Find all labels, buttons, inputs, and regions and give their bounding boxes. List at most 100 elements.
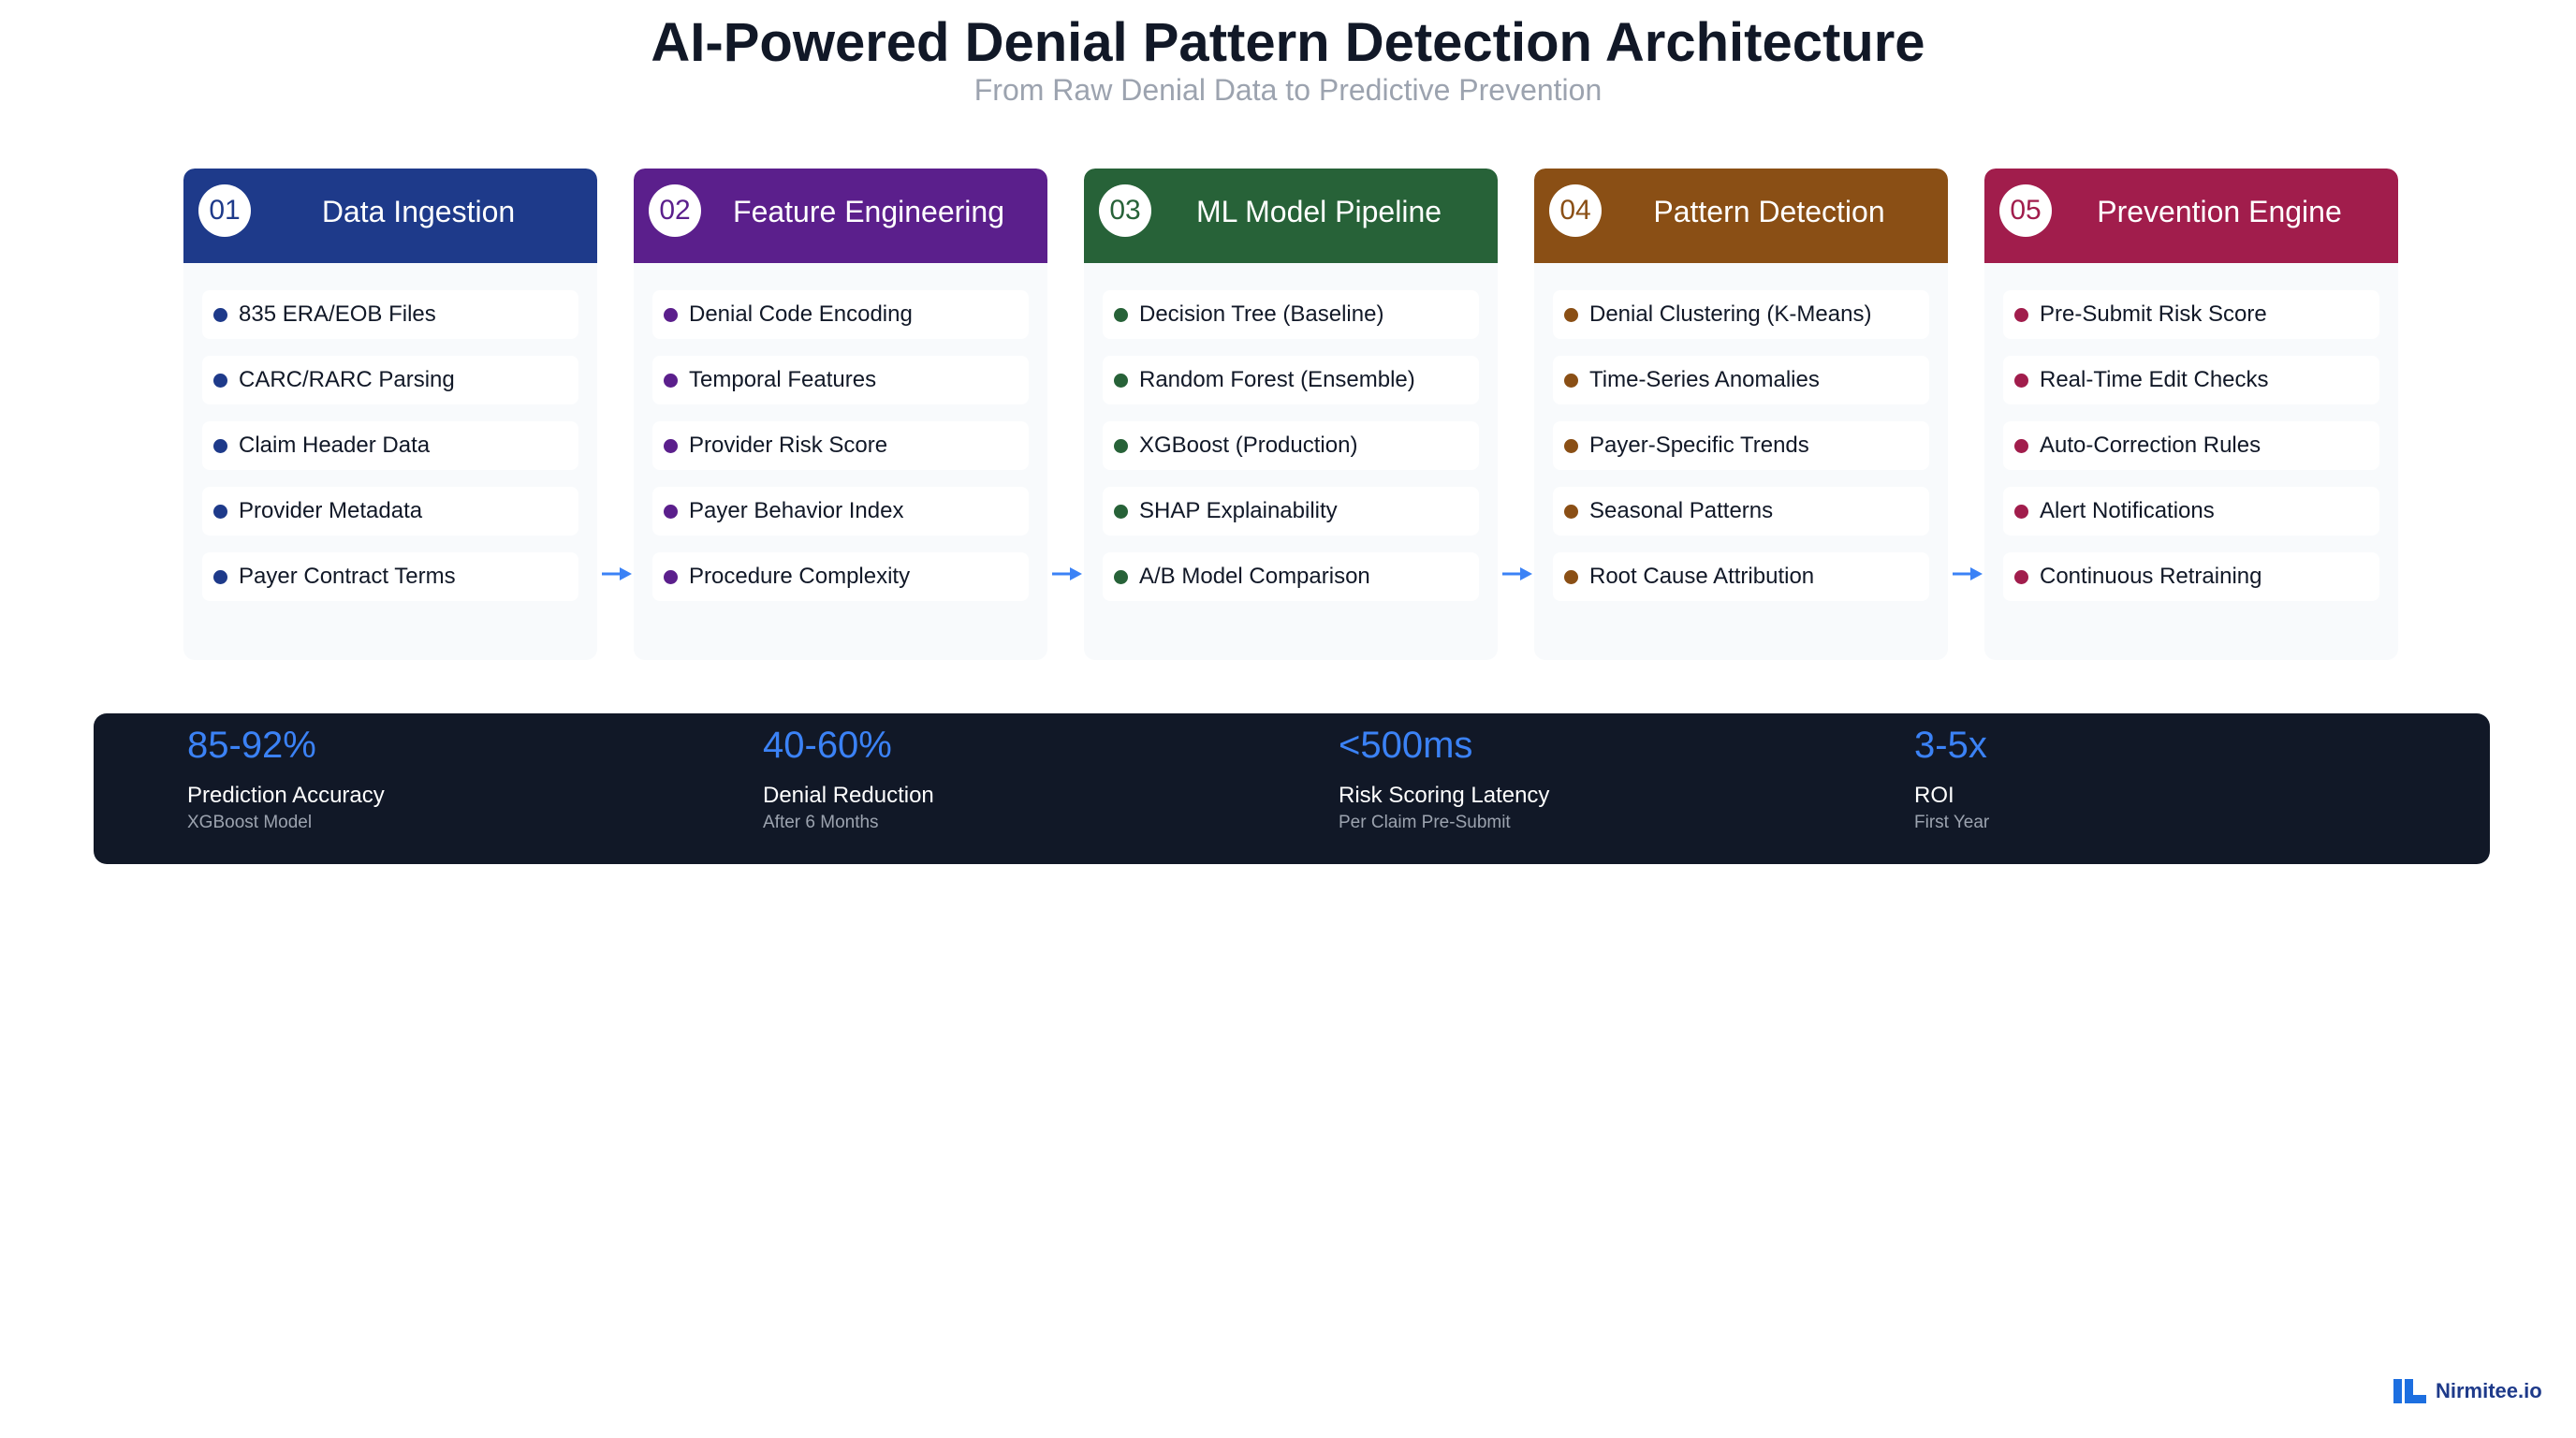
stage-title: Data Ingestion (321, 195, 516, 228)
list-item: Denial Code Encoding (652, 290, 1029, 339)
bullet-dot-icon (1564, 307, 1578, 322)
list-item: XGBoost (Production) (1103, 421, 1479, 470)
bullet-dot-icon (2014, 307, 2028, 322)
stage-header: 05 Prevention Engine (1984, 169, 2398, 263)
item-label: CARC/RARC Parsing (239, 367, 455, 392)
list-item: Denial Clustering (K-Means) (1553, 290, 1929, 339)
item-label: Claim Header Data (239, 433, 431, 458)
bullet-dot-icon (2014, 504, 2028, 519)
brand-logo[interactable]: Nirmitee.io (2393, 1376, 2542, 1406)
metric-label: ROI (1914, 783, 1954, 808)
list-item: CARC/RARC Parsing (202, 356, 578, 404)
bullet-dot-icon (664, 307, 678, 322)
metric-sublabel: First Year (1914, 813, 1990, 832)
bullet-dot-icon (1114, 438, 1128, 453)
list-item: Real-Time Edit Checks (2003, 356, 2379, 404)
metric-sublabel: After 6 Months (763, 813, 879, 832)
item-label: Provider Risk Score (689, 433, 888, 458)
metric-value: 85-92% (187, 725, 316, 766)
stage-card-pattern-detection: 04 Pattern Detection Denial Clustering (… (1534, 169, 1948, 660)
bullet-dot-icon (1564, 569, 1578, 584)
list-item: A/B Model Comparison (1103, 552, 1479, 601)
item-label: Procedure Complexity (689, 564, 911, 589)
stage-number-badge: 01 (198, 184, 251, 237)
nirmitee-logo-icon (2393, 1379, 2426, 1403)
bullet-dot-icon (1114, 373, 1128, 388)
item-label: Temporal Features (689, 367, 877, 392)
item-label: Seasonal Patterns (1589, 498, 1774, 523)
list-item: Seasonal Patterns (1553, 487, 1929, 536)
arrow-right-icon (1953, 567, 1983, 580)
metric-sublabel: XGBoost Model (187, 813, 313, 832)
bullet-dot-icon (1564, 438, 1578, 453)
item-label: Payer-Specific Trends (1589, 433, 1809, 458)
list-item: Provider Risk Score (652, 421, 1029, 470)
item-label: Time-Series Anomalies (1589, 367, 1820, 392)
bullet-dot-icon (213, 504, 227, 519)
list-item: Root Cause Attribution (1553, 552, 1929, 601)
stage-card-feature-engineering: 02 Feature Engineering Denial Code Encod… (634, 169, 1047, 660)
item-label: Decision Tree (Baseline) (1139, 301, 1384, 327)
list-item: Random Forest (Ensemble) (1103, 356, 1479, 404)
bullet-dot-icon (2014, 373, 2028, 388)
stage-header: 02 Feature Engineering (634, 169, 1047, 263)
item-label: Auto-Correction Rules (2040, 433, 2261, 458)
bullet-dot-icon (664, 569, 678, 584)
stage-title: Feature Engineering (733, 195, 1004, 228)
bullet-dot-icon (664, 438, 678, 453)
list-item: Payer Behavior Index (652, 487, 1029, 536)
bullet-dot-icon (664, 504, 678, 519)
list-item: Decision Tree (Baseline) (1103, 290, 1479, 339)
item-label: Denial Code Encoding (689, 301, 913, 327)
bullet-dot-icon (213, 569, 227, 584)
bullet-dot-icon (213, 373, 227, 388)
metric-value: 3-5x (1914, 725, 1987, 766)
stage-number-badge: 03 (1099, 184, 1151, 237)
bullet-dot-icon (2014, 438, 2028, 453)
metric-value: <500ms (1339, 725, 1473, 766)
metric-label: Prediction Accuracy (187, 783, 385, 808)
stage-item-list: Decision Tree (Baseline) Random Forest (… (1103, 290, 1479, 618)
stage-number-badge: 02 (649, 184, 701, 237)
list-item: Temporal Features (652, 356, 1029, 404)
bullet-dot-icon (1114, 307, 1128, 322)
item-label: Root Cause Attribution (1589, 564, 1815, 589)
item-label: Pre-Submit Risk Score (2040, 301, 2267, 327)
stage-header: 03 ML Model Pipeline (1084, 169, 1498, 263)
bullet-dot-icon (213, 438, 227, 453)
stage-title: ML Model Pipeline (1195, 195, 1442, 228)
stage-card-prevention-engine: 05 Prevention Engine Pre-Submit Risk Sco… (1984, 169, 2398, 660)
list-item: Pre-Submit Risk Score (2003, 290, 2379, 339)
bullet-dot-icon (1114, 569, 1128, 584)
stage-number-badge: 04 (1549, 184, 1602, 237)
metric-label: Risk Scoring Latency (1339, 783, 1550, 808)
stage-item-list: Pre-Submit Risk Score Real-Time Edit Che… (2003, 290, 2379, 618)
metrics-banner: 85-92% Prediction Accuracy XGBoost Model… (94, 713, 2490, 864)
brand-name: Nirmitee.io (2436, 1379, 2542, 1402)
item-label: A/B Model Comparison (1139, 564, 1370, 589)
item-label: Random Forest (Ensemble) (1139, 367, 1415, 392)
stage-item-list: Denial Code Encoding Temporal Features P… (652, 290, 1029, 618)
pipeline-stages: 01 Data Ingestion 835 ERA/EOB Files CARC… (183, 169, 2398, 660)
arrow-right-icon (1052, 567, 1082, 580)
bullet-dot-icon (664, 373, 678, 388)
stage-card-data-ingestion: 01 Data Ingestion 835 ERA/EOB Files CARC… (183, 169, 597, 660)
list-item: SHAP Explainability (1103, 487, 1479, 536)
metric-label: Denial Reduction (763, 783, 934, 808)
item-label: 835 ERA/EOB Files (239, 301, 436, 327)
item-label: Alert Notifications (2040, 498, 2215, 523)
bullet-dot-icon (1564, 504, 1578, 519)
list-item: Payer-Specific Trends (1553, 421, 1929, 470)
stage-title: Prevention Engine (2097, 195, 2342, 228)
stage-item-list: Denial Clustering (K-Means) Time-Series … (1553, 290, 1929, 618)
arrow-right-icon (1502, 567, 1532, 580)
list-item: Procedure Complexity (652, 552, 1029, 601)
stage-number-badge: 05 (1999, 184, 2052, 237)
bullet-dot-icon (1564, 373, 1578, 388)
list-item: Claim Header Data (202, 421, 578, 470)
list-item: Payer Contract Terms (202, 552, 578, 601)
item-label: Payer Behavior Index (689, 498, 904, 523)
bullet-dot-icon (1114, 504, 1128, 519)
list-item: 835 ERA/EOB Files (202, 290, 578, 339)
item-label: SHAP Explainability (1139, 498, 1338, 523)
